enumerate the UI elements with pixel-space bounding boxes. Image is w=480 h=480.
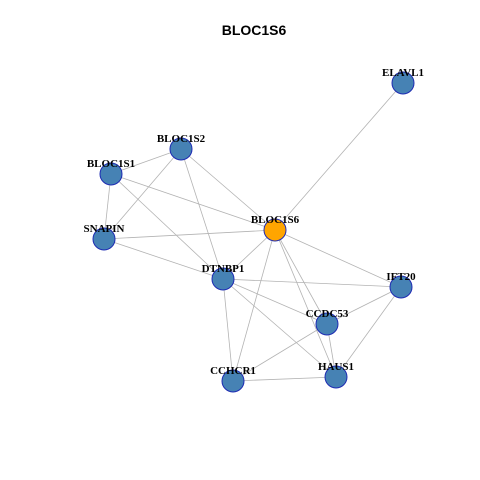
edge-bloc1s6-elavl1 — [274, 82, 404, 231]
node-label-bloc1s6: BLOC1S6 — [251, 214, 300, 226]
node-bloc1s6[interactable] — [263, 218, 287, 242]
node-label-bloc1s1: BLOC1S1 — [87, 158, 135, 170]
node-label-snapin: SNAPIN — [84, 223, 125, 235]
edge-bloc1s6-bloc1s2 — [180, 148, 276, 231]
node-bloc1s2[interactable] — [169, 137, 193, 161]
node-label-bloc1s2: BLOC1S2 — [157, 133, 206, 145]
edge-bloc1s6-dtnbp1 — [222, 229, 276, 280]
node-ift20[interactable] — [389, 275, 413, 299]
node-label-ccdc53: CCDC53 — [306, 308, 349, 320]
edge-bloc1s6-snapin — [103, 229, 276, 240]
edge-cchcr1-haus1 — [232, 376, 337, 382]
edge-dtnbp1-ccdc53 — [222, 278, 328, 325]
edge-bloc1s2-bloc1s1 — [110, 148, 182, 175]
edge-bloc1s2-snapin — [103, 148, 182, 240]
edges-layer — [103, 82, 404, 382]
node-elavl1[interactable] — [391, 71, 415, 95]
edge-bloc1s6-ccdc53 — [274, 229, 328, 325]
edge-ift20-haus1 — [335, 286, 402, 378]
node-label-cchcr1: CCHCR1 — [210, 365, 256, 377]
node-ccdc53[interactable] — [315, 312, 339, 336]
node-snapin[interactable] — [92, 227, 116, 251]
node-label-dtnbp1: DTNBP1 — [202, 263, 245, 275]
edge-bloc1s6-ift20 — [274, 229, 402, 288]
edge-dtnbp1-haus1 — [222, 278, 337, 378]
edge-bloc1s1-dtnbp1 — [110, 173, 224, 280]
edge-bloc1s6-haus1 — [274, 229, 337, 378]
node-haus1[interactable] — [324, 365, 348, 389]
edge-dtnbp1-ift20 — [222, 278, 402, 288]
node-cchcr1[interactable] — [221, 369, 245, 393]
edge-snapin-dtnbp1 — [103, 238, 224, 280]
edge-dtnbp1-cchcr1 — [222, 278, 234, 382]
node-dtnbp1[interactable] — [211, 267, 235, 291]
edge-bloc1s6-bloc1s1 — [110, 173, 276, 231]
edge-ift20-ccdc53 — [326, 286, 402, 325]
nodes-layer — [92, 71, 415, 393]
node-label-ift20: IFT20 — [386, 271, 416, 283]
edge-bloc1s2-dtnbp1 — [180, 148, 224, 280]
diagram-title: BLOC1S6 — [222, 22, 287, 38]
edge-ccdc53-cchcr1 — [232, 323, 328, 382]
node-label-elavl1: ELAVL1 — [382, 67, 424, 79]
node-label-haus1: HAUS1 — [318, 361, 354, 373]
node-bloc1s1[interactable] — [99, 162, 123, 186]
